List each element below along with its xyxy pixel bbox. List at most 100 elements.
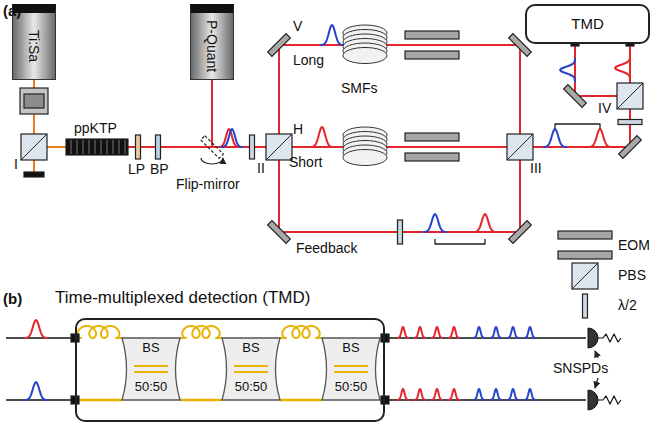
poling-stripe [71,140,72,154]
fiber-coupler: BS50:50 [222,330,280,408]
fiber-spool [343,127,387,166]
poling-stripe [101,140,102,154]
pulse [588,129,612,147]
pulse [24,382,48,400]
eom-electrode [405,51,459,59]
optical-isolator [20,88,48,114]
pulse [507,327,519,338]
pulse [431,389,443,400]
pbs-body [21,134,47,160]
pbs-cube [507,134,533,160]
half-wave-plate [583,294,588,318]
poling-stripe [83,140,84,154]
part-label: H [293,121,303,137]
pulse [473,214,497,232]
input-fiber [6,399,75,401]
mirror [509,221,532,244]
coupler-label: 50:50 [135,380,168,395]
legend-text: PBS [618,267,646,283]
input-fiber [6,337,75,339]
fiber-coupler: BS 50:50 [122,330,180,408]
tmd-module: Time-multiplexed detection (TMD)BS50:50B… [55,288,385,422]
part-label: Short [289,154,322,170]
pbs-cube [572,263,598,289]
pulse [524,327,536,338]
mirror [564,85,587,108]
pbs-diagonal [21,134,47,160]
pulse [524,389,536,400]
pulse [397,327,409,338]
pulse [320,25,344,45]
coupler-label: 50:50 [235,380,268,395]
pulse [397,389,409,400]
module-title: Time-multiplexed detection (TMD) [55,288,385,308]
fiber-spool [343,25,387,64]
mirror [268,221,291,244]
beam-dump [24,172,44,177]
fiber-link [180,399,222,402]
coupler-body [222,338,280,400]
legend-text: EOM [618,237,650,253]
coupling-fiber [334,371,368,373]
band-pass-filter [156,135,161,159]
pulse [310,127,334,147]
pulse [560,58,575,82]
plate-body [583,294,588,318]
detector-wire [598,334,621,342]
pbs-cube [21,134,47,160]
fiber-delay-loop [180,326,222,338]
pulse [507,389,519,400]
poling-stripe [77,140,78,154]
coupler-body [322,338,380,400]
pulse [543,129,567,147]
mirror-body [619,136,642,159]
mirror-body [268,34,291,57]
eom [558,231,612,259]
pulse [473,327,485,338]
pbs-cube [266,134,292,160]
part-label: LP [128,161,145,177]
coupling-fiber [234,365,268,367]
beam [520,44,630,147]
part-label: I [14,156,18,172]
pulse [221,129,243,147]
eom-electrode [405,31,459,39]
mirror [619,136,642,159]
laser-box: P-Quant [190,4,234,80]
part-label: SNSPDs [553,360,608,376]
poling-stripe [95,140,96,154]
pulse [448,327,460,338]
pbs-body [617,83,643,109]
beam [279,45,520,232]
eom-electrode [558,251,612,259]
pbs-body [266,134,292,160]
coupler-body [122,338,180,400]
part-label: IV [598,100,611,116]
coupler-label: BS [142,341,159,356]
eom [405,133,459,161]
fiber-delay-loop [75,326,122,338]
part-label: Feedback [296,240,357,256]
half-wave-plate [250,135,255,159]
part-label: II [257,160,265,176]
mirror [268,34,291,57]
poling-stripe [125,140,126,154]
part-label: BP [150,161,169,177]
laser-name: P-Quant [204,20,220,72]
plate-body [250,135,255,159]
half-wave-plate [618,120,642,125]
detector-box: TMD [525,4,650,44]
part-label: ppKTP [74,120,117,136]
snspd-detector [588,390,598,410]
beam [128,146,279,148]
poling-stripe [119,140,120,154]
part-label: Flip-mirror [176,176,240,192]
flip-arrow [201,158,223,164]
fiber [75,399,122,402]
fiber-connector [381,334,389,342]
pulse [490,389,502,400]
poling-stripe [107,140,108,154]
pbs-diagonal [507,134,533,160]
leader-arrow [595,378,598,388]
